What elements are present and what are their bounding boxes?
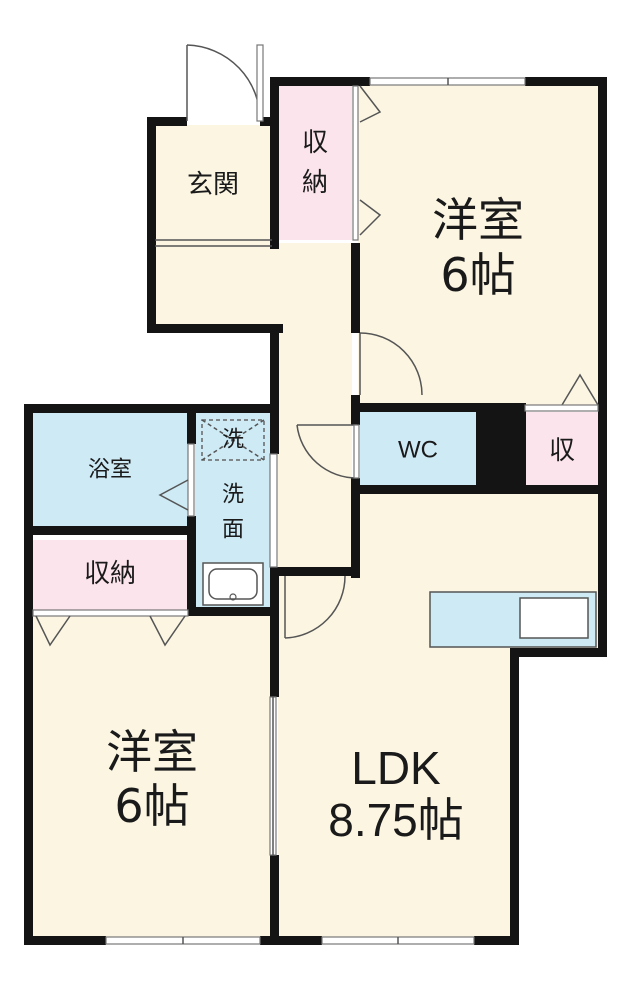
wall [270,567,279,697]
wall [187,404,196,444]
closet-top-label-2: 納 [302,168,328,198]
ldk-size: 8.75帖 [328,794,464,846]
wall [270,77,370,86]
wall [518,403,526,493]
closet-top-floor [278,85,352,240]
closet-small-label: 収 [549,436,575,466]
wall [270,77,279,249]
entrance-floor [155,125,273,243]
western-room-top-name: 洋室 [432,193,524,247]
kitchen-sink [519,597,589,639]
wall [351,478,360,578]
wall [147,117,156,332]
wall [24,526,196,535]
ldk-name: LDK [351,742,441,794]
western-room-bottom-floor [33,614,270,937]
wall [147,117,187,126]
wall [24,404,33,945]
wall [270,855,279,945]
washer-label: 洗 [222,428,244,453]
wc-label: WC [398,437,438,464]
wall [187,607,279,616]
wall [147,324,283,333]
western-room-bottom-name: 洋室 [106,725,198,779]
wall [270,404,279,454]
wall [270,567,360,576]
closet-left-floor [33,540,188,612]
wall [24,404,279,413]
bath-floor [33,413,188,526]
western-room-top-floor [358,85,600,407]
wc-floor [360,412,476,486]
wall [525,77,607,86]
wall [476,403,526,493]
closet-left-label: 収納 [84,559,136,589]
wall [24,936,106,945]
closet-top-label-1: 収 [302,128,328,158]
wall [351,485,607,494]
washroom-label-1: 洗 [222,483,244,508]
wall [510,648,607,657]
wall [260,936,322,945]
wall [187,516,196,616]
bath-label: 浴室 [88,458,132,483]
wall [260,117,272,126]
wall [351,243,360,333]
closet-small-floor [525,412,598,486]
entrance-label: 玄関 [187,170,239,200]
wall [510,648,519,944]
washroom-label-2: 面 [222,518,244,543]
wall [474,936,519,945]
wall [351,403,526,412]
wall [598,77,607,657]
wall [270,324,279,414]
western-room-top-size: 6帖 [440,248,515,302]
western-room-bottom-size: 6帖 [114,779,189,833]
washer-pan [201,419,265,461]
